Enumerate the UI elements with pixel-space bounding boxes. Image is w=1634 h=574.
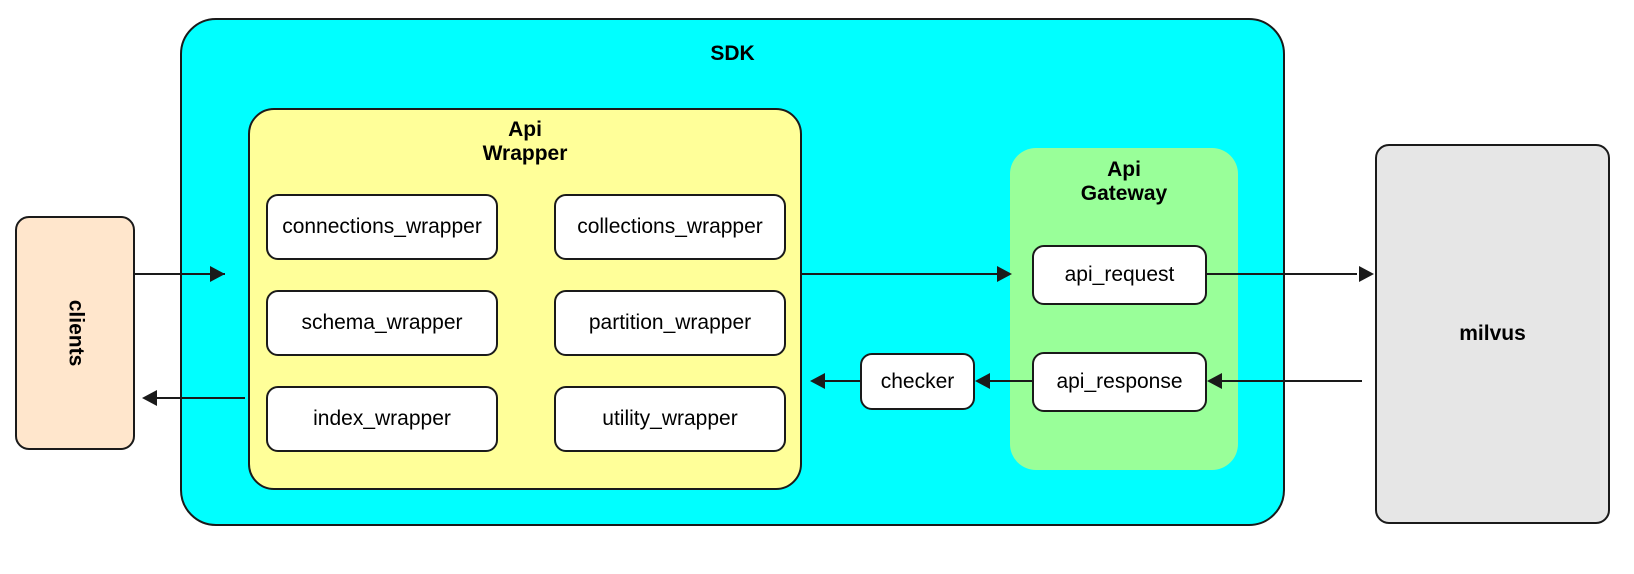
node-partition-wrapper[interactable]: partition_wrapper bbox=[554, 290, 786, 356]
node-label: schema_wrapper bbox=[301, 311, 463, 334]
sdk-label: SDK bbox=[710, 42, 755, 65]
connector-api-request-to-milvus bbox=[1207, 273, 1357, 275]
node-utility-wrapper[interactable]: utility_wrapper bbox=[554, 386, 786, 452]
connector-milvus-to-api-response bbox=[1222, 380, 1362, 382]
node-label: index_wrapper bbox=[313, 407, 451, 430]
node-label: api_response bbox=[1056, 370, 1183, 393]
arrow-head-api-response-to-checker bbox=[975, 373, 990, 389]
connector-wrapper-to-api-request bbox=[801, 273, 1001, 275]
node-api-request[interactable]: api_request bbox=[1032, 245, 1207, 305]
node-label: collections_wrapper bbox=[577, 215, 763, 238]
node-collections-wrapper[interactable]: collections_wrapper bbox=[554, 194, 786, 260]
arrow-head-clients-to-wrapper bbox=[210, 266, 225, 282]
milvus-label: milvus bbox=[1459, 322, 1526, 345]
arrow-head-api-request-to-milvus bbox=[1359, 266, 1374, 282]
node-index-wrapper[interactable]: index_wrapper bbox=[266, 386, 498, 452]
node-label: checker bbox=[880, 369, 955, 393]
node-connections-wrapper[interactable]: connections_wrapper bbox=[266, 194, 498, 260]
connector-checker-to-wrapper bbox=[825, 380, 860, 382]
connector-api-response-to-checker bbox=[990, 380, 1032, 382]
node-label: api_request bbox=[1064, 263, 1175, 286]
node-checker[interactable]: checker bbox=[860, 353, 975, 410]
node-api-response[interactable]: api_response bbox=[1032, 352, 1207, 412]
node-label: utility_wrapper bbox=[602, 407, 738, 430]
milvus-box[interactable]: milvus bbox=[1375, 144, 1610, 524]
api-gateway-container[interactable]: Api Gateway bbox=[1010, 148, 1238, 470]
arrow-head-wrapper-to-clients bbox=[142, 390, 157, 406]
connector-wrapper-to-clients bbox=[157, 397, 245, 399]
api-wrapper-label: Api Wrapper bbox=[482, 118, 568, 166]
api-gateway-label: Api Gateway bbox=[1080, 158, 1168, 206]
node-schema-wrapper[interactable]: schema_wrapper bbox=[266, 290, 498, 356]
node-label: partition_wrapper bbox=[588, 311, 752, 334]
clients-label: clients bbox=[64, 299, 87, 367]
arrow-head-milvus-to-api-response bbox=[1207, 373, 1222, 389]
arrow-head-checker-to-wrapper bbox=[810, 373, 825, 389]
connector-clients-to-wrapper bbox=[135, 273, 225, 275]
arrow-head-wrapper-to-api-request bbox=[997, 266, 1012, 282]
clients-box[interactable]: clients bbox=[15, 216, 135, 450]
node-label: connections_wrapper bbox=[282, 215, 482, 238]
